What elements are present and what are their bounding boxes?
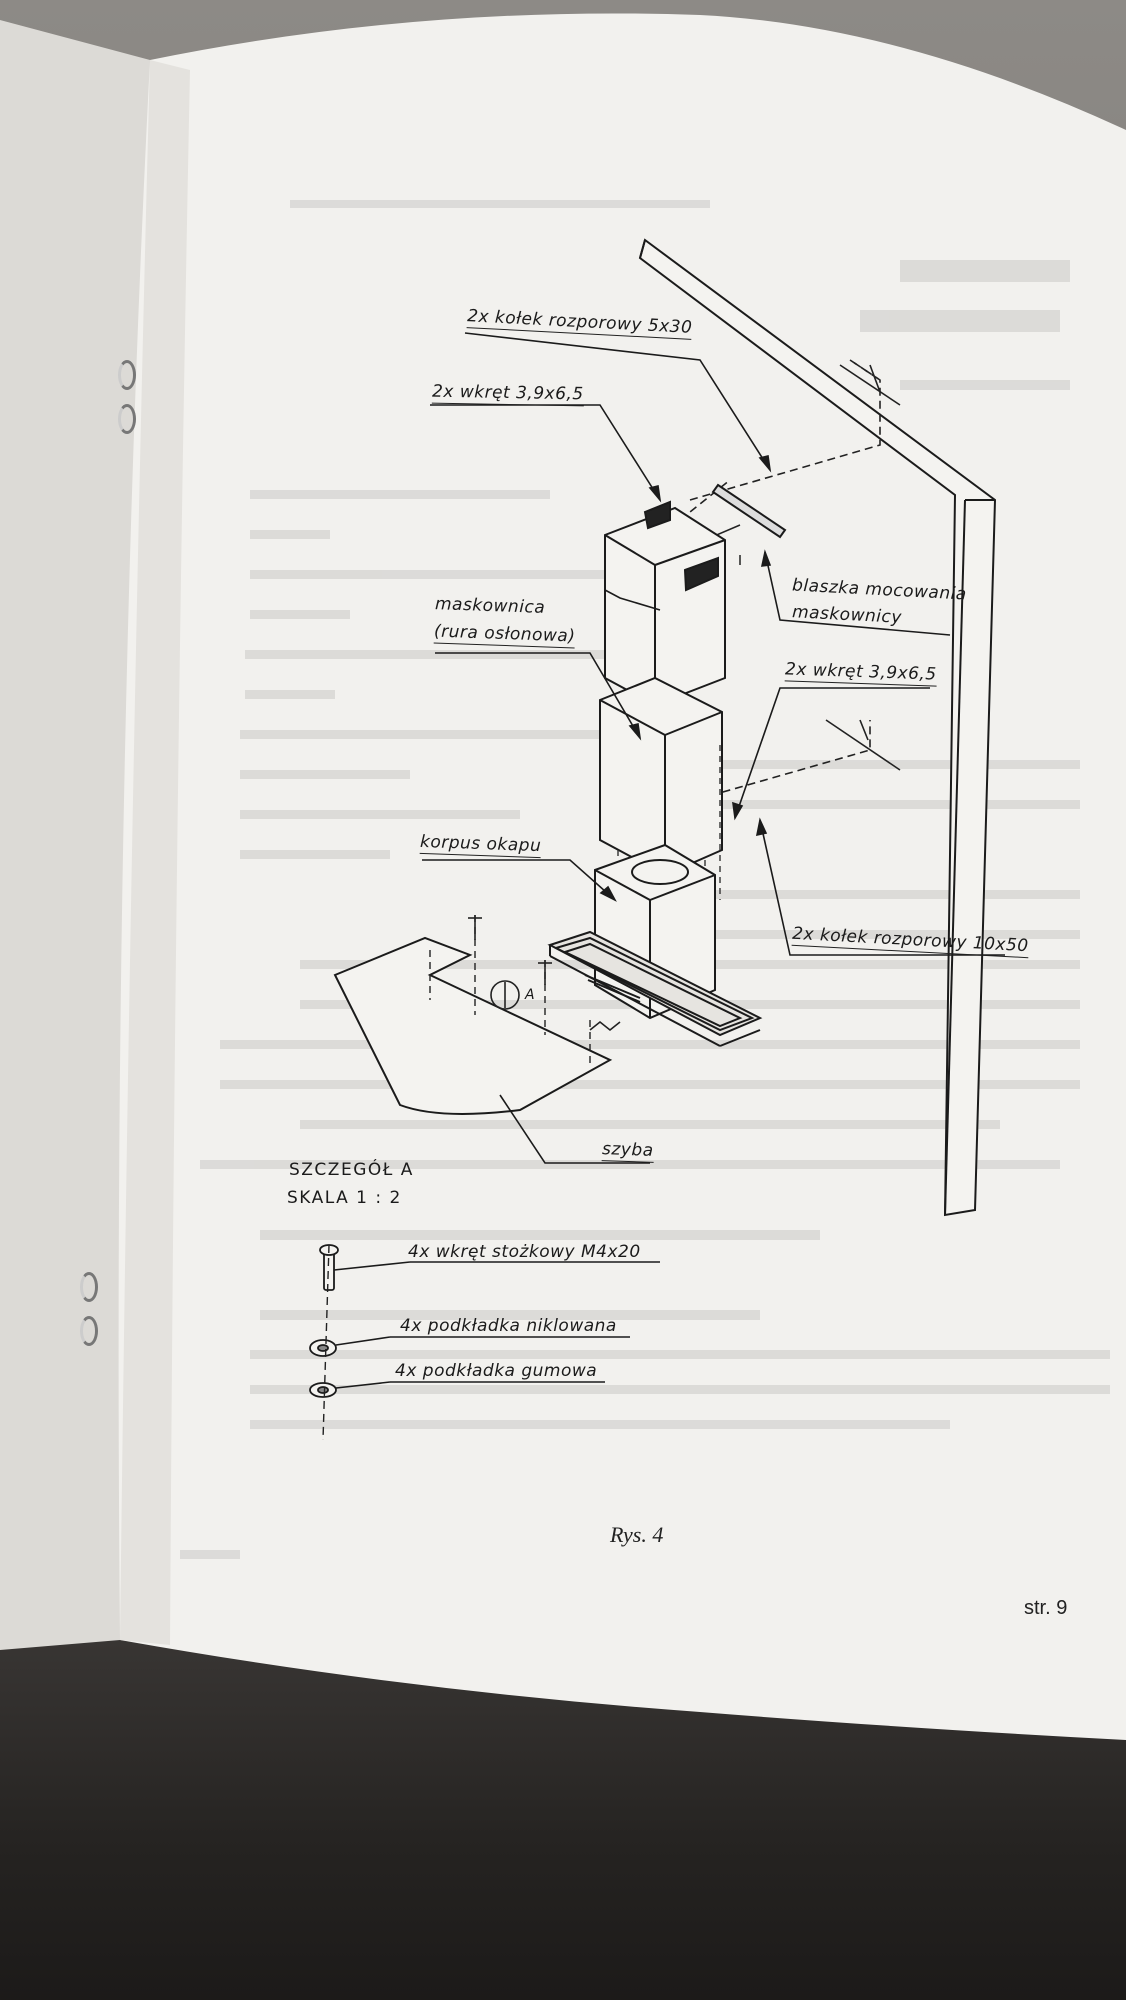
binding-ring-icon <box>80 1316 98 1346</box>
binding-ring-icon <box>118 404 136 434</box>
hood-handle <box>584 974 641 1003</box>
leader-lines <box>422 332 1005 1164</box>
glass-screw-markers <box>468 915 621 1032</box>
label-detail-marker: A <box>525 987 536 1003</box>
glass-panel <box>333 936 613 1115</box>
label-maskownica-line1: maskownica <box>434 594 546 618</box>
detail-a-axis <box>322 1244 330 1441</box>
label-podkladka-niklowana: 4x podkładka niklowana <box>400 1316 617 1336</box>
label-korpus: korpus okapu <box>419 831 542 859</box>
binding-ring-icon <box>80 1272 98 1302</box>
screw-icon <box>323 1249 335 1291</box>
wall-panel <box>638 238 997 1217</box>
label-szyba: szyba <box>601 1139 654 1163</box>
page-fold-shadow <box>120 60 190 1645</box>
hood-base-plate <box>547 930 763 1047</box>
binding-ring-icon <box>118 360 136 390</box>
label-podkladka-gumowa: 4x podkładka gumowa <box>395 1361 598 1381</box>
detail-a-leaders <box>333 1261 660 1389</box>
label-wkret-top: 2x wkręt 3,9x6,5 <box>431 381 584 407</box>
left-page <box>0 20 150 1650</box>
wall-crosshairs <box>825 364 901 771</box>
upper-chimney <box>604 500 726 707</box>
mounting-bracket <box>711 483 787 539</box>
page-number: str. 9 <box>1024 1597 1068 1619</box>
label-wkret-stozkowy: 4x wkręt stożkowy M4x20 <box>408 1242 641 1262</box>
manual-page: 2x kołek rozporowy 5x30 2x wkręt 3,9x6,5… <box>0 13 1126 1740</box>
figure-caption: Rys. 4 <box>610 1522 664 1547</box>
detail-scale: SKALA 1 : 2 <box>287 1188 402 1208</box>
detail-title: SZCZEGÓŁ A <box>289 1160 414 1180</box>
